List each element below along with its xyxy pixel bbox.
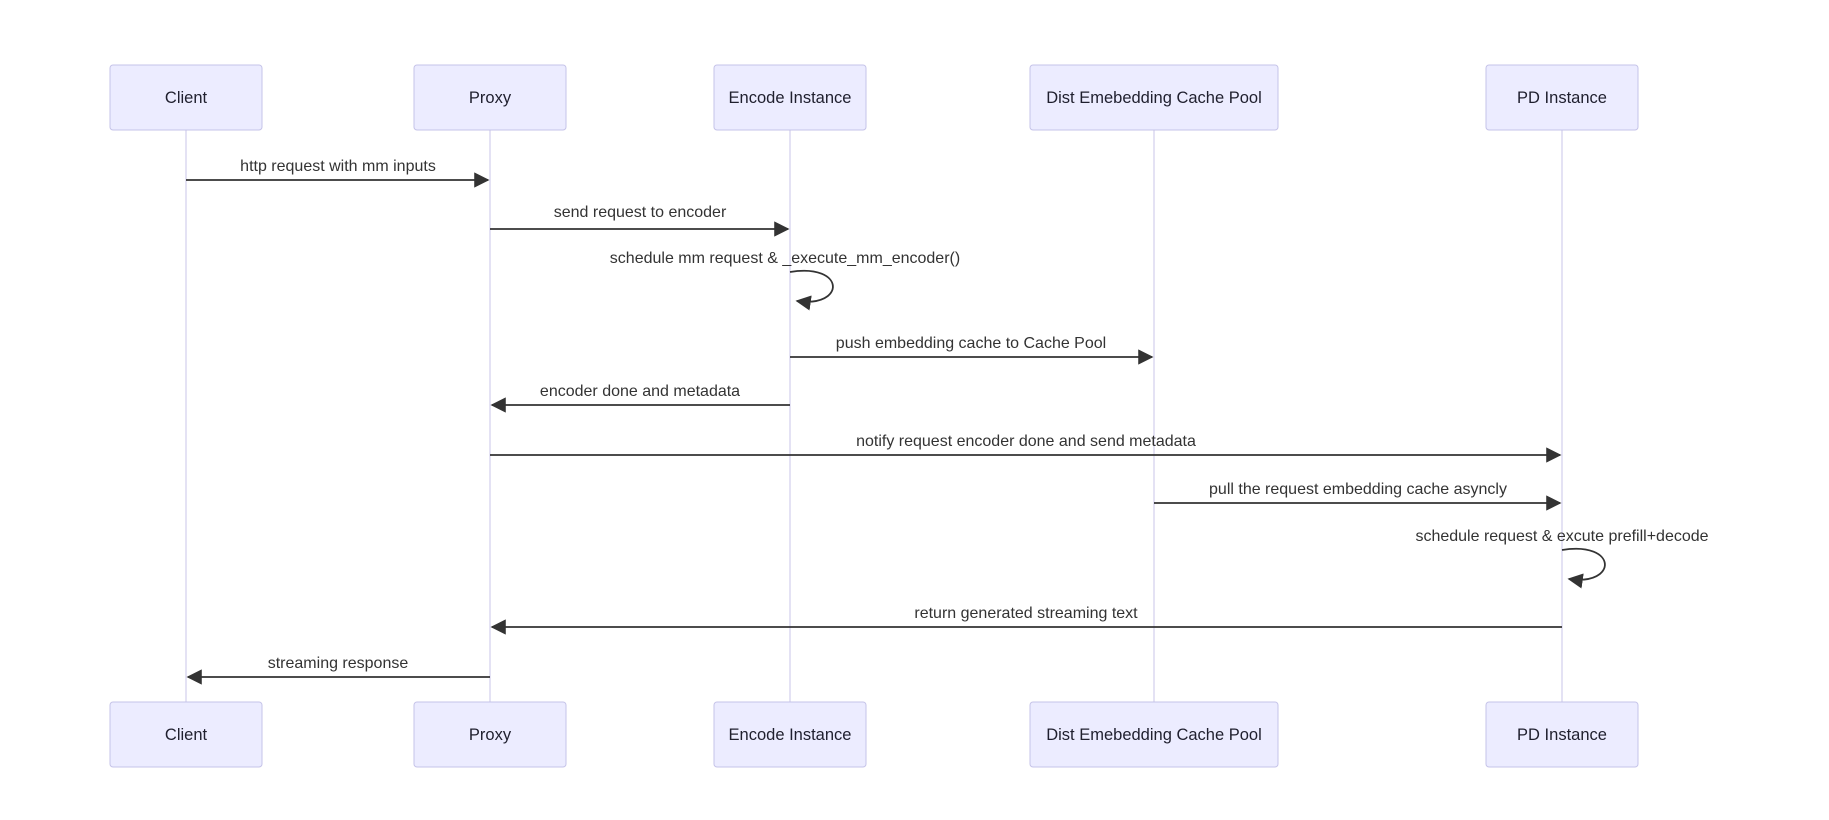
actor-top-client: Client <box>109 64 263 131</box>
message-label: notify request encoder done and send met… <box>856 433 1196 450</box>
message-label: http request with mm inputs <box>240 158 436 175</box>
actor-label: PD Instance <box>1517 726 1607 744</box>
message-encoder-done-metadata: encoder done and metadata <box>490 383 790 413</box>
actor-box <box>1029 701 1279 768</box>
message-label: send request to encoder <box>554 204 727 221</box>
actor-bottom-pd-instance: PD Instance <box>1485 701 1639 768</box>
actor-box <box>1029 64 1279 131</box>
actor-label: PD Instance <box>1517 89 1607 107</box>
actor-label: Client <box>165 89 208 107</box>
message-label: schedule mm request & _execute_mm_encode… <box>610 250 960 267</box>
actor-label: Proxy <box>469 726 512 744</box>
actor-box <box>109 701 263 768</box>
actor-top-encode-instance: Encode Instance <box>713 64 867 131</box>
actor-label: Dist Emebedding Cache Pool <box>1046 726 1262 744</box>
actor-bottom-cache-pool: Dist Emebedding Cache Pool <box>1029 701 1279 768</box>
actor-label: Encode Instance <box>729 89 852 107</box>
message-schedule-mm-request-self-loop: schedule mm request & _execute_mm_encode… <box>610 250 960 311</box>
actors-top-row: Client Proxy Encode Instance Dist Emebed… <box>109 64 1639 131</box>
message-schedule-prefill-decode-self-loop: schedule request & excute prefill+decode <box>1415 528 1709 589</box>
actor-label: Client <box>165 726 208 744</box>
self-loop-arrow <box>1561 547 1606 589</box>
self-loop-arrow <box>789 269 834 311</box>
message-label: streaming response <box>268 655 409 672</box>
message-label: return generated streaming text <box>914 605 1138 622</box>
actor-top-cache-pool: Dist Emebedding Cache Pool <box>1029 64 1279 131</box>
actor-top-proxy: Proxy <box>413 64 567 131</box>
message-label: encoder done and metadata <box>540 383 740 400</box>
message-pull-embedding-cache: pull the request embedding cache asyncly <box>1154 481 1562 511</box>
actor-box <box>713 701 867 768</box>
actor-bottom-encode-instance: Encode Instance <box>713 701 867 768</box>
actor-box <box>1485 64 1639 131</box>
message-return-streaming-text: return generated streaming text <box>490 605 1562 635</box>
actor-box <box>413 64 567 131</box>
message-send-request-to-encoder: send request to encoder <box>490 204 790 237</box>
message-label: push embedding cache to Cache Pool <box>836 335 1106 352</box>
message-http-request: http request with mm inputs <box>186 158 490 188</box>
actor-box <box>713 64 867 131</box>
actor-bottom-client: Client <box>109 701 263 768</box>
actor-box <box>1485 701 1639 768</box>
message-label: pull the request embedding cache asyncly <box>1209 481 1507 498</box>
actor-box <box>413 701 567 768</box>
actor-top-pd-instance: PD Instance <box>1485 64 1639 131</box>
actor-label: Dist Emebedding Cache Pool <box>1046 89 1262 107</box>
actor-label: Encode Instance <box>729 726 852 744</box>
actor-label: Proxy <box>469 89 512 107</box>
actor-box <box>109 64 263 131</box>
actor-bottom-proxy: Proxy <box>413 701 567 768</box>
message-label: schedule request & excute prefill+decode <box>1415 528 1708 545</box>
lifelines <box>185 130 1563 702</box>
message-streaming-response: streaming response <box>186 655 490 685</box>
actors-bottom-row: Client Proxy Encode Instance Dist Emebed… <box>109 701 1639 768</box>
message-push-embedding-cache: push embedding cache to Cache Pool <box>790 335 1154 365</box>
message-notify-encoder-done: notify request encoder done and send met… <box>490 433 1562 463</box>
messages: http request with mm inputs send request… <box>186 158 1709 685</box>
